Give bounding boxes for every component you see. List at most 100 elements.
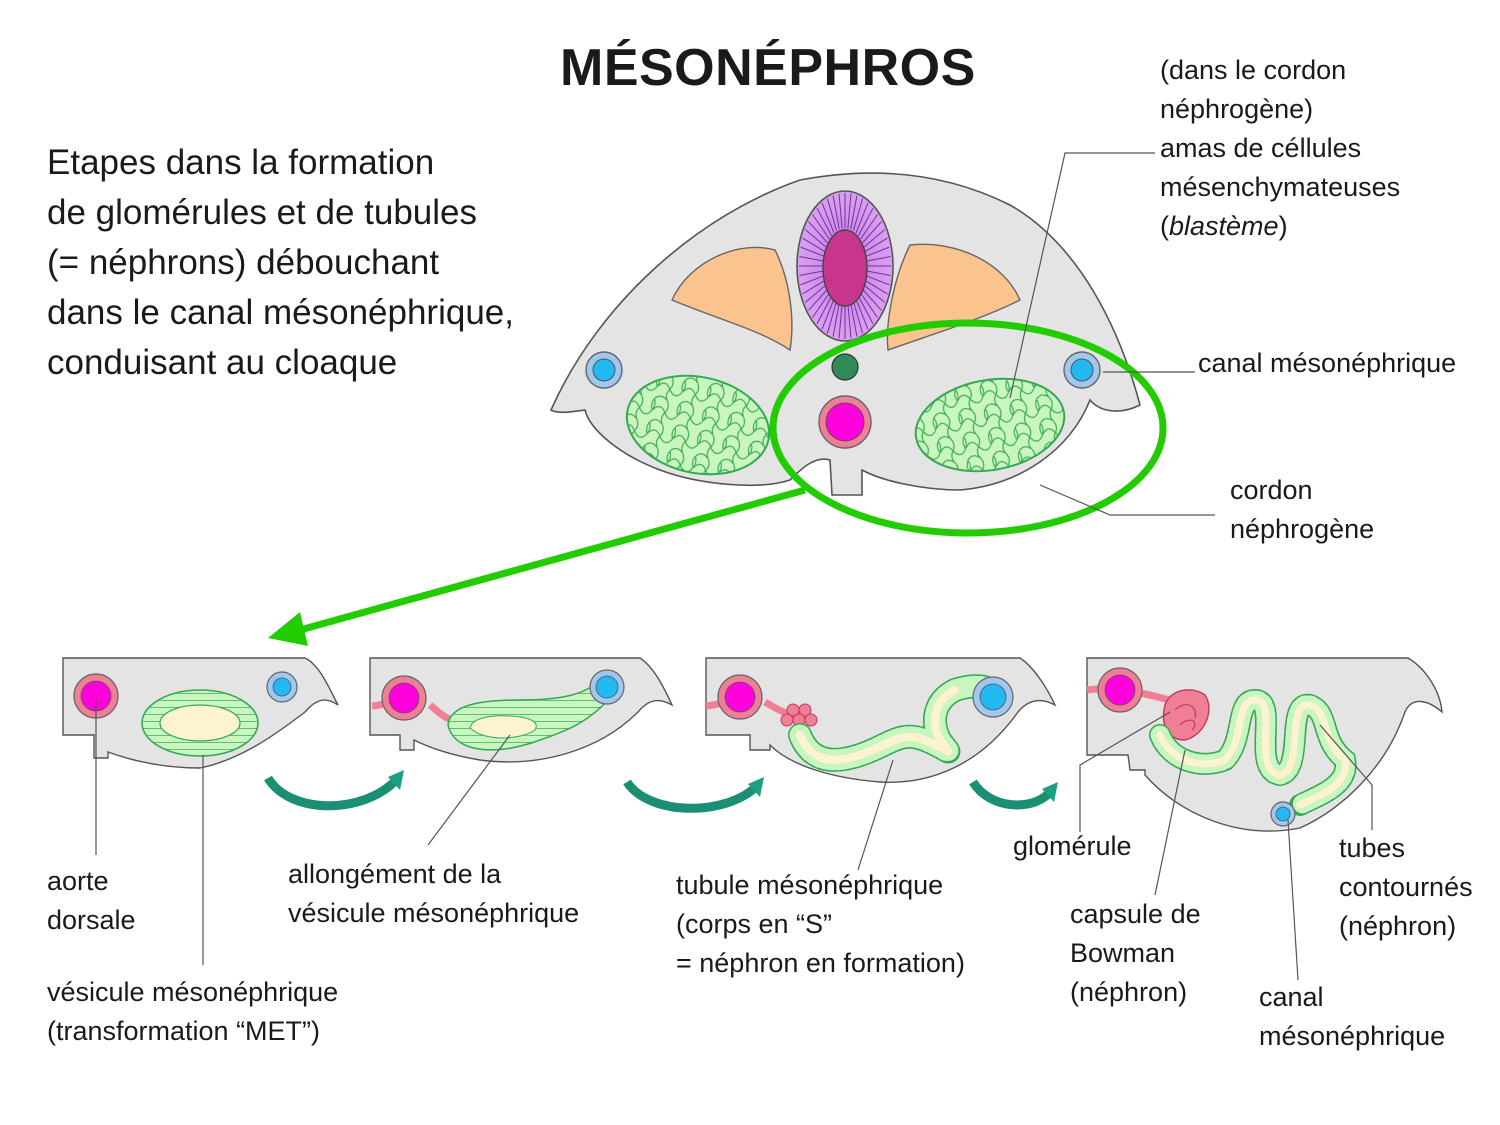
neural-tube: [796, 190, 894, 342]
neural-ray: [802, 237, 825, 252]
neural-ray: [847, 303, 852, 339]
label-line: (néphron): [1339, 911, 1457, 941]
neural-ray: [826, 300, 838, 334]
neural-ray: [812, 214, 830, 240]
label-aorte: aorte dorsale: [47, 862, 136, 940]
neural-ray: [800, 246, 824, 257]
neural-ray: [866, 246, 890, 257]
label-line: (transformation “MET”): [47, 1016, 321, 1046]
neural-ray: [866, 255, 891, 262]
bottom-leader-lines: [95, 700, 1373, 981]
neural-ray: [832, 195, 840, 230]
neural-ray: [808, 221, 828, 244]
label-line: allongément de la: [288, 859, 502, 889]
intro-line: Etapes dans la formation: [47, 143, 435, 182]
label-line: tubes: [1339, 833, 1406, 863]
label-line: (blastème): [1160, 207, 1400, 246]
label-tubule: tubule mésonéphrique (corps en “S” = nép…: [676, 866, 965, 983]
intro-line: de glomérules et de tubules: [47, 193, 477, 232]
label-line: mésenchymateuses: [1160, 172, 1401, 202]
somite-left: [671, 246, 793, 352]
neural-ray: [802, 280, 825, 295]
label-line: (néphron): [1070, 977, 1188, 1007]
neural-ray: [855, 298, 869, 330]
neural-ray: [821, 298, 835, 330]
neural-ray: [860, 214, 878, 240]
neural-ray: [799, 270, 824, 277]
label-line: néphrogène): [1160, 94, 1314, 124]
label-allongement: allongément de la vésicule mésonéphrique: [288, 855, 579, 933]
neural-ray: [812, 292, 830, 318]
label-tubes: tubes contournés (néphron): [1339, 829, 1473, 946]
label-line: = néphron en formation): [676, 948, 965, 978]
neural-ray: [838, 303, 843, 339]
label-line: (corps en “S”: [676, 909, 833, 939]
neural-ray: [865, 237, 888, 252]
neural-ray: [866, 270, 891, 277]
intro-line: dans le canal mésonéphrique,: [47, 293, 514, 332]
nephrogenic-cord-right: [914, 377, 1066, 473]
label-line: tubule mésonéphrique: [676, 870, 944, 900]
label-line: canal: [1259, 982, 1324, 1012]
stage-2-panel: [369, 657, 674, 763]
neural-ray: [866, 275, 890, 286]
label-canal-bottom: canal mésonéphrique: [1259, 978, 1445, 1056]
blasteme-term: blastème: [1169, 211, 1279, 241]
step-arrows: [264, 770, 1058, 813]
page-title: MÉSONÉPHROS: [560, 39, 976, 97]
neural-ray: [865, 280, 888, 295]
paren: ): [1278, 211, 1288, 241]
neural-ray: [855, 202, 869, 234]
neural-ray: [800, 275, 824, 286]
neural-ray: [862, 221, 882, 244]
label-blastema: (dans le cordon néphrogène) amas de céll…: [1160, 51, 1400, 246]
neural-ray: [857, 295, 874, 325]
zoom-arrow-line: [299, 486, 806, 634]
neural-ray: [862, 288, 882, 311]
top-leader-lines: [1009, 152, 1215, 516]
embryo-cross-section: [268, 172, 1167, 646]
neural-ray: [832, 302, 840, 337]
paren: (: [1160, 211, 1169, 241]
label-line: néphrogène: [1230, 514, 1375, 544]
neural-ray: [838, 193, 843, 229]
label-line: vésicule mésonéphrique: [288, 898, 580, 928]
label-line: dorsale: [47, 905, 136, 935]
label-line: contournés: [1339, 872, 1473, 902]
stage-1-panel: [62, 657, 339, 769]
neural-ray: [804, 229, 827, 248]
label-line: mésonéphrique: [1259, 1021, 1446, 1051]
label-cordon: cordon néphrogène: [1230, 471, 1374, 549]
label-glomerule: glomérule: [1013, 831, 1132, 861]
zoom-arrow-head: [268, 612, 308, 646]
neural-ray: [850, 195, 858, 230]
label-line: capsule de: [1070, 899, 1201, 929]
label-line: aorte: [47, 866, 109, 896]
stage-4-panel: [1086, 657, 1443, 832]
neural-ray: [852, 300, 864, 334]
neural-ray: [799, 255, 824, 262]
label-line: (dans le cordon: [1160, 55, 1347, 85]
neural-ray: [852, 198, 864, 232]
label-canal-top: canal mésonéphrique: [1198, 348, 1457, 378]
neural-ray: [821, 202, 835, 234]
label-vesicule: vésicule mésonéphrique (transformation “…: [47, 973, 338, 1051]
neural-ray: [857, 207, 874, 237]
intro-line: conduisant au cloaque: [47, 343, 398, 382]
label-line: amas de céllules: [1160, 133, 1362, 163]
label-line: Bowman: [1070, 938, 1176, 968]
neural-ray: [863, 229, 886, 248]
stage-3-panel: [705, 657, 1057, 783]
neural-ray: [860, 292, 878, 318]
neural-ray: [826, 198, 838, 232]
notochord: [831, 353, 859, 381]
intro-text: Etapes dans la formation de glomérules e…: [47, 138, 514, 388]
neural-ray: [804, 284, 827, 303]
intro-line: (= néphrons) débouchant: [47, 243, 440, 282]
neural-ray: [816, 207, 833, 237]
label-line: vésicule mésonéphrique: [47, 977, 339, 1007]
neural-ray: [863, 284, 886, 303]
neural-ray: [816, 295, 833, 325]
